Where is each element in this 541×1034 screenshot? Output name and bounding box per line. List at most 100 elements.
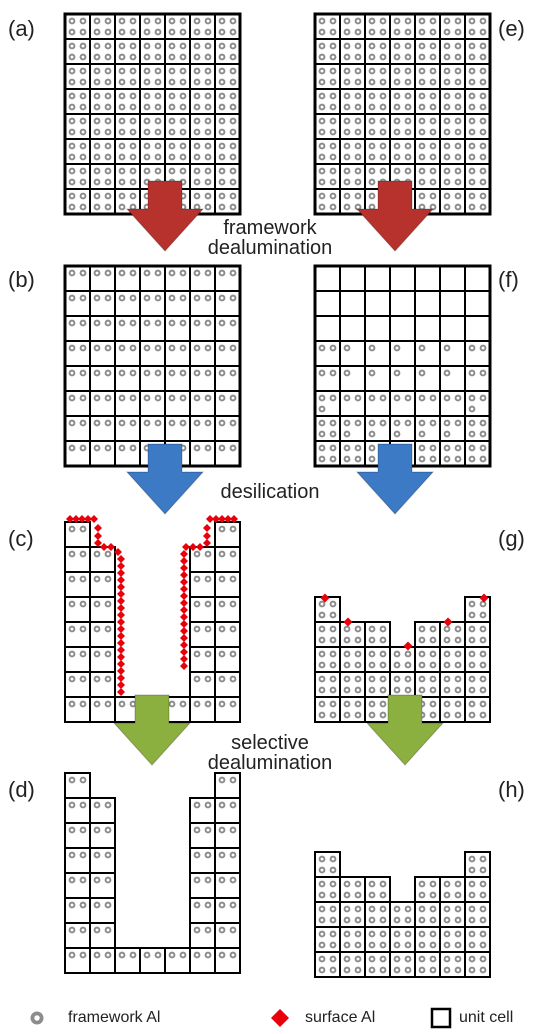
framework-al-dot-center — [220, 527, 224, 531]
framework-al-dot-center — [470, 44, 474, 48]
unit-cell-bg — [140, 64, 165, 89]
framework-al-dot-center — [431, 627, 435, 631]
framework-al-dot-center — [381, 130, 385, 134]
unit-cell-bg — [415, 266, 440, 291]
unit-cell-bg — [215, 114, 240, 139]
unit-cell-bg — [65, 266, 90, 291]
framework-al-dot-center — [231, 446, 235, 450]
framework-al-dot-center — [131, 169, 135, 173]
framework-al-dot-center — [120, 396, 124, 400]
framework-al-dot-center — [181, 155, 185, 159]
unit-cell-bg — [340, 902, 365, 927]
unit-cell-bg — [340, 697, 365, 722]
framework-al-dot-center — [206, 205, 210, 209]
unit-cell-bg — [440, 189, 465, 214]
framework-al-dot-center — [406, 396, 410, 400]
framework-al-dot-center — [420, 55, 424, 59]
framework-al-dot-center — [370, 346, 374, 350]
framework-al-dot-center — [156, 44, 160, 48]
framework-al-dot-center — [206, 928, 210, 932]
framework-al-dot-center — [370, 688, 374, 692]
unit-cell-bg — [65, 798, 90, 823]
unit-cell-bg — [390, 139, 415, 164]
framework-al-dot-center — [481, 94, 485, 98]
framework-al-dot-center — [431, 663, 435, 667]
unit-cell-bg — [390, 416, 415, 441]
framework-al-dot-center — [356, 130, 360, 134]
unit-cell-bg — [115, 391, 140, 416]
unit-cell-bg — [415, 316, 440, 341]
framework-al-dot-center — [331, 457, 335, 461]
framework-al-dot-center — [456, 882, 460, 886]
framework-al-dot-center — [120, 105, 124, 109]
framework-al-dot-center — [331, 205, 335, 209]
framework-al-dot-center — [456, 30, 460, 34]
framework-al-dot-center — [481, 868, 485, 872]
framework-al-dot-center — [81, 30, 85, 34]
framework-al-dot-center — [356, 457, 360, 461]
framework-al-dot-center — [420, 180, 424, 184]
framework-al-dot-center — [370, 80, 374, 84]
framework-al-dot-center — [220, 627, 224, 631]
framework-al-dot-center — [181, 19, 185, 23]
framework-al-dot-center — [431, 144, 435, 148]
framework-al-dot-center — [395, 371, 399, 375]
framework-al-dot-center — [331, 19, 335, 23]
framework-al-dot-center — [345, 882, 349, 886]
unit-cell-bg — [215, 848, 240, 873]
framework-al-dot-center — [470, 893, 474, 897]
framework-al-dot-center — [470, 144, 474, 148]
unit-cell-bg — [190, 898, 215, 923]
framework-al-dot-center — [81, 903, 85, 907]
unit-cell-bg — [65, 89, 90, 114]
surface-al-marker — [180, 648, 188, 656]
framework-al-dot-center — [131, 105, 135, 109]
framework-al-dot-center — [120, 19, 124, 23]
framework-al-dot-center — [131, 44, 135, 48]
framework-al-dot-center — [156, 296, 160, 300]
framework-al-dot-center — [406, 144, 410, 148]
framework-al-dot-center — [345, 169, 349, 173]
unit-cell-bg — [415, 291, 440, 316]
framework-al-dot-center — [231, 577, 235, 581]
framework-al-dot-center — [481, 957, 485, 961]
unit-cell-bg — [90, 572, 115, 597]
framework-al-dot-center — [156, 55, 160, 59]
framework-al-dot-center — [395, 652, 399, 656]
framework-al-dot-center — [481, 663, 485, 667]
framework-al-dot-center — [445, 943, 449, 947]
framework-al-dot-center — [106, 271, 110, 275]
arrow-framework-dealumination-left — [125, 180, 205, 252]
framework-al-dot-center — [195, 296, 199, 300]
framework-al-dot-center — [195, 155, 199, 159]
unit-cell-bg — [115, 64, 140, 89]
framework-al-dot-center — [356, 421, 360, 425]
framework-al-dot-center — [231, 119, 235, 123]
framework-al-dot-center — [406, 130, 410, 134]
framework-al-dot-center — [95, 878, 99, 882]
unit-cell-bg — [190, 14, 215, 39]
framework-al-dot-center — [70, 421, 74, 425]
unit-cell-bg — [140, 366, 165, 391]
framework-al-dot-center — [406, 19, 410, 23]
unit-cell-bg — [465, 852, 490, 877]
framework-al-dot-center — [70, 144, 74, 148]
legend-unit-cell-icon — [430, 1007, 452, 1029]
framework-al-dot-center — [195, 69, 199, 73]
framework-al-dot-center — [106, 105, 110, 109]
framework-al-dot-center — [445, 130, 449, 134]
unit-cell-bg — [65, 572, 90, 597]
framework-al-dot-center — [95, 552, 99, 556]
unit-cell-bg — [315, 622, 340, 647]
framework-al-dot-center — [70, 928, 74, 932]
framework-al-dot-center — [381, 155, 385, 159]
framework-al-dot-center — [456, 677, 460, 681]
panel-label-b: (b) — [8, 267, 35, 292]
framework-al-dot-center — [131, 371, 135, 375]
framework-al-dot-center — [181, 953, 185, 957]
framework-al-dot-center — [481, 943, 485, 947]
unit-cell — [214, 696, 241, 723]
framework-al-dot-center — [81, 155, 85, 159]
framework-al-dot-center — [456, 44, 460, 48]
framework-al-dot-center — [406, 69, 410, 73]
